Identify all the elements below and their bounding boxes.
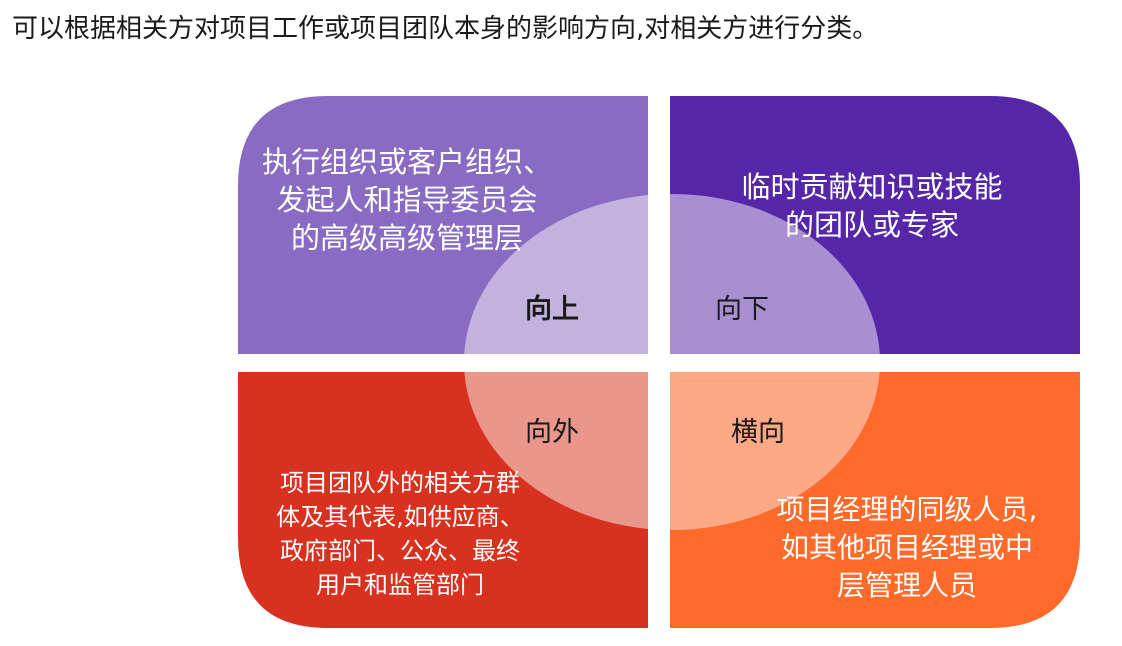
text-line: 的高级高级管理层	[290, 221, 523, 255]
lens-bottom-left	[464, 372, 648, 530]
text-line: 临时贡献知识或技能	[741, 170, 1003, 204]
text-line: 层管理人员	[836, 569, 977, 602]
text-line: 项目团队外的相关方群	[280, 469, 520, 497]
text-line: 政府部门、公众、最终	[280, 537, 520, 565]
text-line: 用户和监管部门	[316, 571, 484, 599]
direction-label-lateral: 横向	[731, 417, 785, 448]
direction-label-upward: 向上	[525, 294, 579, 325]
text-line: 如其他项目经理或中	[780, 531, 1033, 564]
text-line: 发起人和指导委员会	[276, 183, 538, 217]
quadrant-top-right-text: 临时贡献知识或技能 的团队或专家	[698, 168, 1046, 244]
lens-top-left	[464, 194, 648, 354]
text-line: 执行组织或客户组织、	[261, 145, 552, 179]
text-line: 体及其代表,如供应商、	[276, 503, 524, 531]
text-line: 项目经理的同级人员,	[776, 493, 1038, 526]
quadrant-top-left-text: 执行组织或客户组织、 发起人和指导委员会 的高级高级管理层	[237, 143, 577, 257]
direction-label-downward: 向下	[715, 294, 769, 325]
text-line: 的团队或专家	[784, 208, 959, 242]
quadrant-bottom-left-text: 项目团队外的相关方群 体及其代表,如供应商、 政府部门、公众、最终 用户和监管部…	[250, 466, 550, 602]
direction-label-outward: 向外	[525, 417, 579, 448]
center-gap	[238, 96, 1080, 628]
quadrant-bottom-right-text: 项目经理的同级人员, 如其他项目经理或中 层管理人员	[752, 491, 1062, 605]
page-heading: 可以根据相关方对项目工作或项目团队本身的影响方向,对相关方进行分类。	[12, 14, 879, 44]
